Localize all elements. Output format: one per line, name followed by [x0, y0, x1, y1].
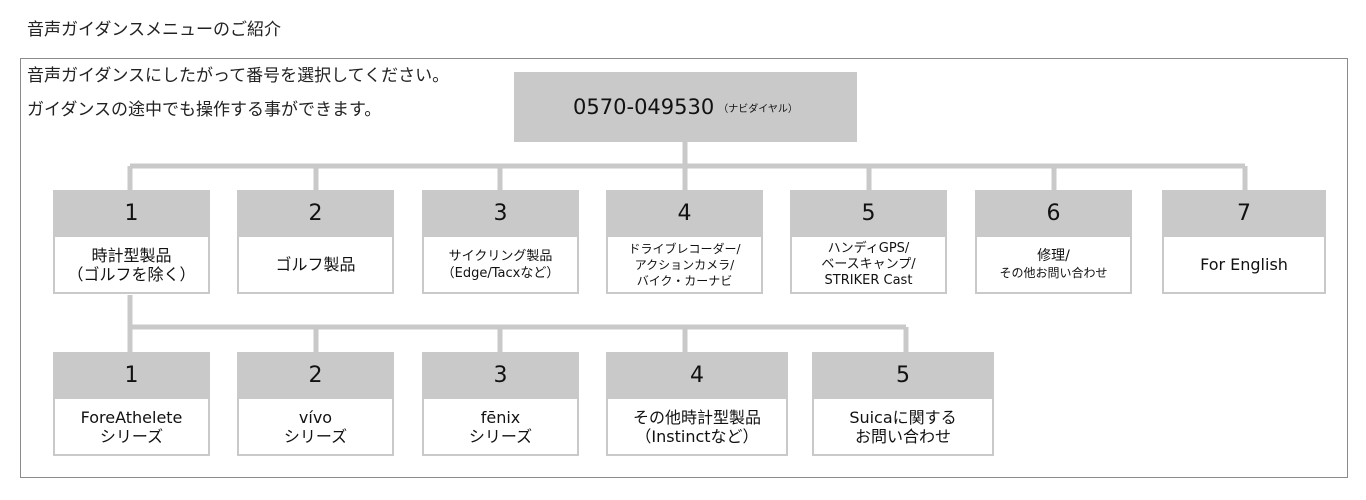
submenu-option-number: 2 [237, 352, 394, 399]
menu-option-number: 4 [606, 190, 763, 237]
phone-number-note: （ナビダイヤル） [718, 103, 798, 115]
menu-option-1: 1 時計型製品（ゴルフを除く） [53, 190, 210, 294]
menu-option-7: 7 For English [1162, 190, 1326, 294]
menu-option-label: ハンディGPS/ベースキャンプ/STRIKER Cast [790, 237, 947, 294]
submenu-option-number: 5 [812, 352, 994, 399]
menu-option-label: サイクリング製品（Edge/Tacxなど） [422, 237, 579, 294]
menu-option-label: ドライブレコーダー/アクションカメラ/バイク・カーナビ [606, 237, 763, 294]
menu-option-label: ゴルフ製品 [237, 237, 394, 294]
phone-number[interactable]: 0570-049530 [573, 95, 715, 119]
menu-option-5: 5 ハンディGPS/ベースキャンプ/STRIKER Cast [790, 190, 947, 294]
menu-option-4: 4 ドライブレコーダー/アクションカメラ/バイク・カーナビ [606, 190, 763, 294]
submenu-option-label: Suicaに関するお問い合わせ [812, 399, 994, 456]
menu-frame [20, 58, 1348, 478]
menu-option-3: 3 サイクリング製品（Edge/Tacxなど） [422, 190, 579, 294]
menu-option-number: 3 [422, 190, 579, 237]
menu-option-label: 修理/その他お問い合わせ [975, 237, 1132, 294]
menu-option-2: 2 ゴルフ製品 [237, 190, 394, 294]
intro-line-2: ガイダンスの途中でも操作する事ができます。 [27, 100, 382, 120]
menu-option-6: 6 修理/その他お問い合わせ [975, 190, 1132, 294]
menu-option-label: 時計型製品（ゴルフを除く） [53, 237, 210, 294]
menu-option-label: For English [1162, 237, 1326, 294]
submenu-option-4: 4 その他時計型製品（Instinctなど） [606, 352, 788, 456]
submenu-option-label: その他時計型製品（Instinctなど） [606, 399, 788, 456]
submenu-option-number: 3 [422, 352, 579, 399]
submenu-option-number: 4 [606, 352, 788, 399]
submenu-option-5: 5 Suicaに関するお問い合わせ [812, 352, 994, 456]
phone-number-box: 0570-049530 （ナビダイヤル） [514, 72, 857, 142]
menu-option-number: 6 [975, 190, 1132, 237]
page-title: 音声ガイダンスメニューのご紹介 [27, 20, 281, 40]
menu-option-number: 2 [237, 190, 394, 237]
intro-line-1: 音声ガイダンスにしたがって番号を選択してください。 [27, 66, 450, 86]
menu-option-number: 5 [790, 190, 947, 237]
menu-option-number: 1 [53, 190, 210, 237]
submenu-option-number: 1 [53, 352, 210, 399]
menu-option-number: 7 [1162, 190, 1326, 237]
